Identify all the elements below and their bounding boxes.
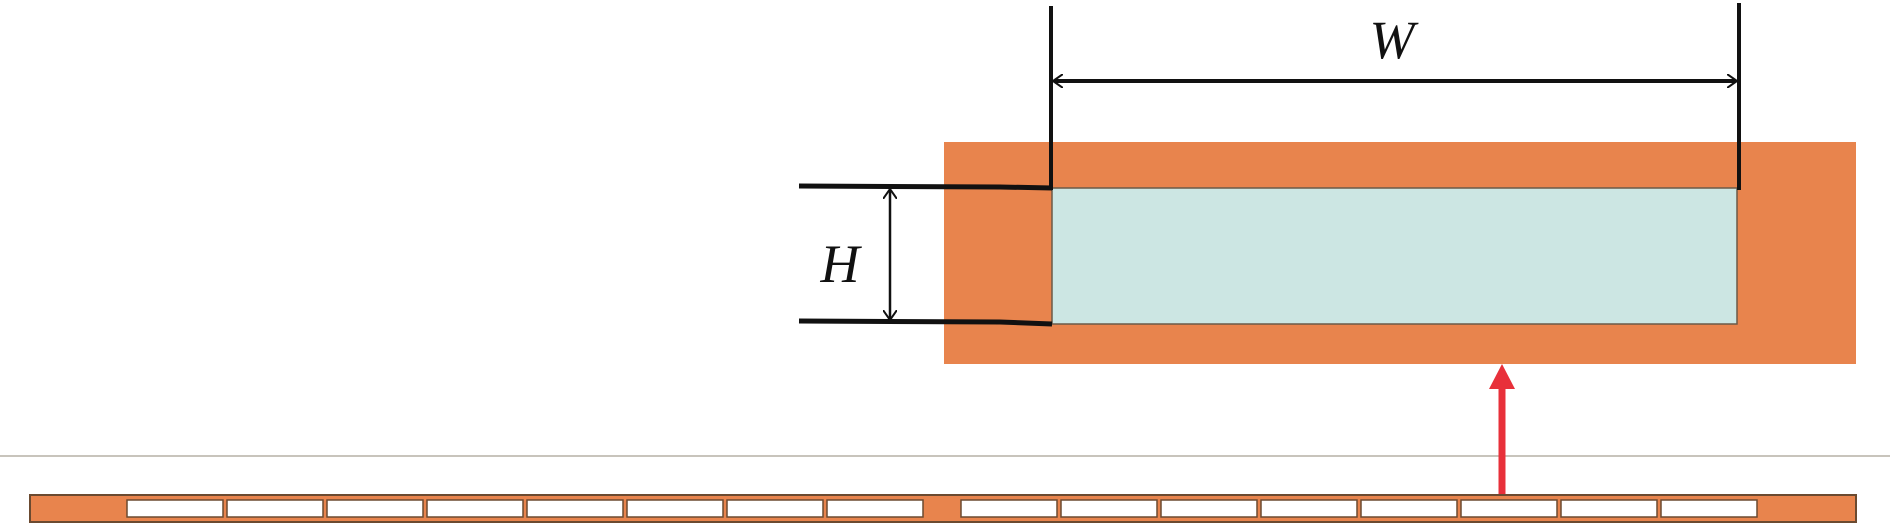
width-label: W	[1370, 10, 1420, 70]
zoom-indicator-arrow	[1489, 364, 1515, 497]
strip-channel-slot	[526, 499, 624, 518]
strip-channel-slot	[1360, 499, 1458, 518]
strip-channel-slot	[326, 499, 424, 518]
height-extension-top	[798, 183, 1053, 191]
strip-channel-slot	[1460, 499, 1558, 518]
cold-plate-strip	[29, 494, 1857, 523]
strip-channel-slot	[960, 499, 1058, 518]
strip-channel-slot	[1560, 499, 1658, 518]
strip-channel-slot	[426, 499, 524, 518]
channel-cavity	[1051, 187, 1738, 325]
strip-channel-slot	[626, 499, 724, 518]
width-dimension: W	[1049, 3, 1741, 190]
height-label: H	[820, 234, 863, 294]
height-extension-bottom	[798, 318, 1053, 327]
strip-channel-slot	[126, 499, 224, 518]
strip-channel-slot	[1260, 499, 1358, 518]
strip-channel-slot	[1660, 499, 1758, 518]
strip-channel-slot	[1160, 499, 1258, 518]
strip-channel-slot	[1060, 499, 1158, 518]
strip-channel-slot	[226, 499, 324, 518]
height-dimension: H	[798, 183, 1053, 327]
strip-channel-slot	[826, 499, 924, 518]
strip-channel-slot	[726, 499, 824, 518]
